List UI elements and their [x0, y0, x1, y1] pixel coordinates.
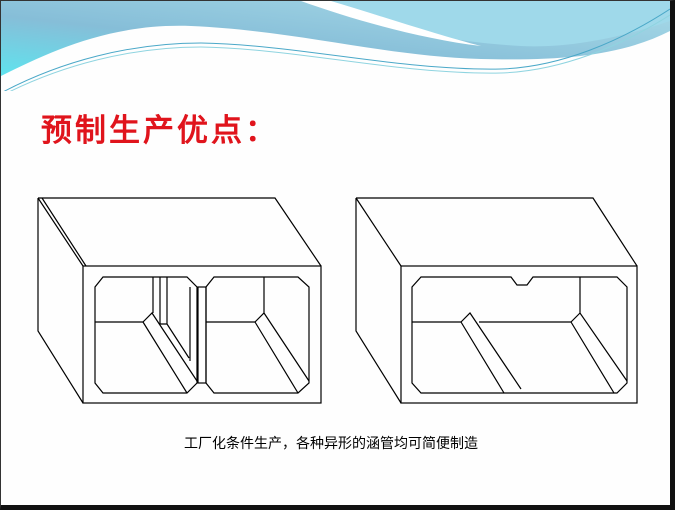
double-cell-culvert-diagram — [37, 197, 322, 404]
slide-title: 预制生产优点： — [41, 113, 279, 149]
special-shaped-culvert-diagram — [355, 197, 638, 404]
slide-caption: 工厂化条件生产，各种异形的涵管均可简便制造 — [184, 436, 478, 452]
header-wave-decoration — [1, 1, 670, 91]
